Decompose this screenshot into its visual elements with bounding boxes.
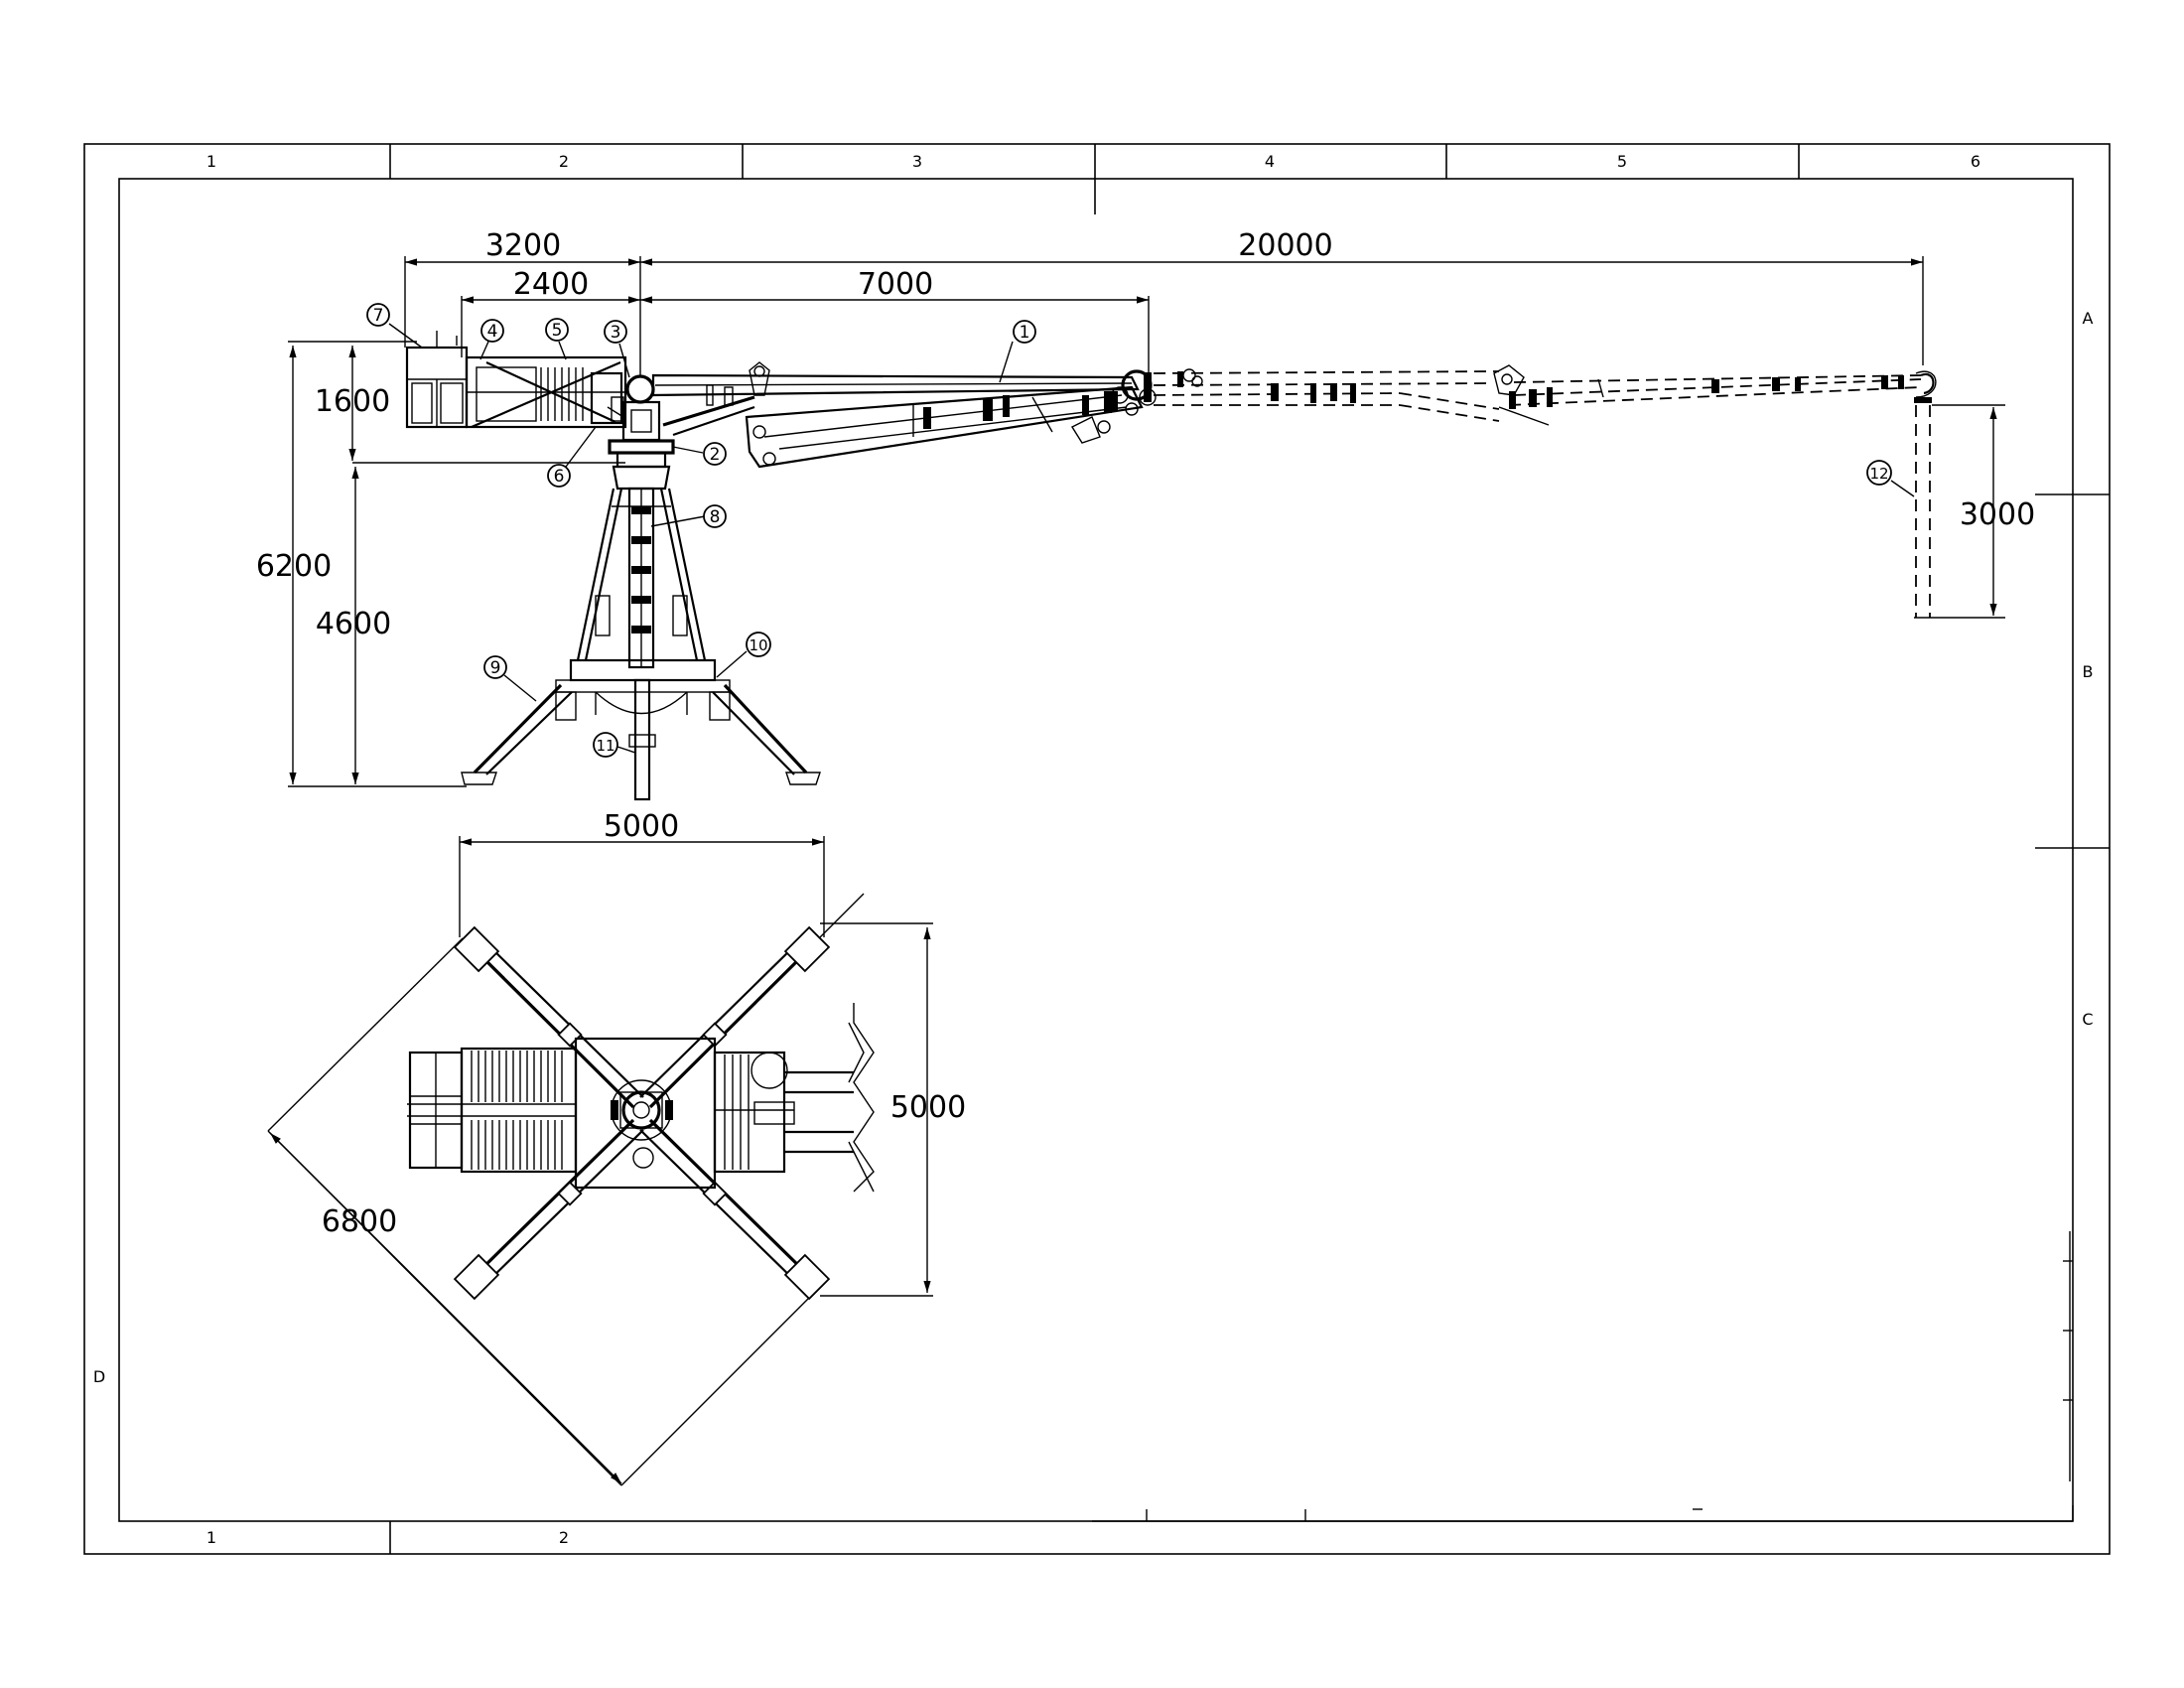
zone-col-2: 2 <box>559 152 569 171</box>
callouts: 1 2 3 4 5 <box>366 303 1915 758</box>
dim-20000: 20000 <box>1238 228 1332 263</box>
svg-text:4: 4 <box>487 322 498 342</box>
zone-bottom-col-2: 2 <box>559 1528 569 1547</box>
svg-text:3: 3 <box>611 323 621 343</box>
dim-7000: 7000 <box>858 267 933 302</box>
boom-section-1 <box>651 361 1157 469</box>
dim-3200: 3200 <box>485 228 561 263</box>
base-outriggers <box>461 658 821 801</box>
callout-10: 10 <box>716 632 771 678</box>
callout-6: 6 <box>547 426 597 488</box>
callout-3: 3 <box>604 320 630 378</box>
zone-row-b: B <box>2083 662 2094 681</box>
callout-1: 1 <box>999 320 1036 383</box>
zone-row-c: C <box>2082 1010 2093 1029</box>
callout-4: 4 <box>479 319 504 360</box>
slewing-turret <box>607 374 675 469</box>
zone-row-d: D <box>93 1367 105 1386</box>
svg-text:11: 11 <box>596 737 614 755</box>
zone-col-6: 6 <box>1971 152 1980 171</box>
callout-2: 2 <box>672 442 727 466</box>
plan-front-boom <box>713 1003 875 1193</box>
plan-rear-equipment <box>407 1047 578 1174</box>
svg-text:5: 5 <box>552 321 563 341</box>
dim-5000-width: 5000 <box>604 809 679 844</box>
callout-9: 9 <box>483 655 537 702</box>
plan-central-body <box>574 1037 717 1190</box>
plan-dimensions: 5000 5000 6800 <box>269 809 966 1484</box>
zone-col-3: 3 <box>912 152 922 171</box>
zone-row-a: A <box>2083 309 2094 328</box>
counterweight-cabinet <box>405 331 469 429</box>
callout-11: 11 <box>593 732 636 758</box>
svg-text:12: 12 <box>1869 465 1888 483</box>
svg-text:6: 6 <box>554 467 565 487</box>
zone-labels: 1 2 3 4 5 6 1 2 A B C D <box>93 152 2094 1547</box>
svg-text:10: 10 <box>749 636 767 654</box>
callout-12: 12 <box>1866 460 1915 497</box>
dim-6800: 6800 <box>322 1204 397 1239</box>
end-hose <box>1914 405 1932 619</box>
plan-outrigger-arms <box>453 925 831 1301</box>
dim-5000-height: 5000 <box>890 1090 966 1125</box>
side-dimensions: 3200 2400 7000 20000 1600 6200 4600 3000 <box>256 228 2035 787</box>
plan-view: 5000 5000 6800 <box>267 809 966 1486</box>
svg-text:8: 8 <box>710 507 721 527</box>
svg-text:9: 9 <box>490 658 501 678</box>
svg-text:1: 1 <box>1020 323 1030 343</box>
dim-4600: 4600 <box>316 607 391 641</box>
dim-6200: 6200 <box>256 549 332 584</box>
zone-col-1: 1 <box>206 152 216 171</box>
zone-col-4: 4 <box>1265 152 1275 171</box>
rear-power-pack <box>465 355 627 429</box>
sheet-frame <box>83 143 2111 1555</box>
side-elevation-view: 1 2 3 4 5 <box>256 228 2035 801</box>
dim-3000: 3000 <box>1960 497 2035 532</box>
dim-1600: 1600 <box>315 384 390 419</box>
svg-text:2: 2 <box>710 445 721 465</box>
tower-mast <box>576 465 707 669</box>
svg-text:7: 7 <box>373 306 384 326</box>
zone-col-5: 5 <box>1617 152 1627 171</box>
callout-8: 8 <box>650 504 727 528</box>
callout-5: 5 <box>545 318 569 360</box>
dim-2400: 2400 <box>513 267 589 302</box>
zone-bottom-col-1: 1 <box>206 1528 216 1547</box>
boom-extended-dashed <box>1153 364 1937 426</box>
